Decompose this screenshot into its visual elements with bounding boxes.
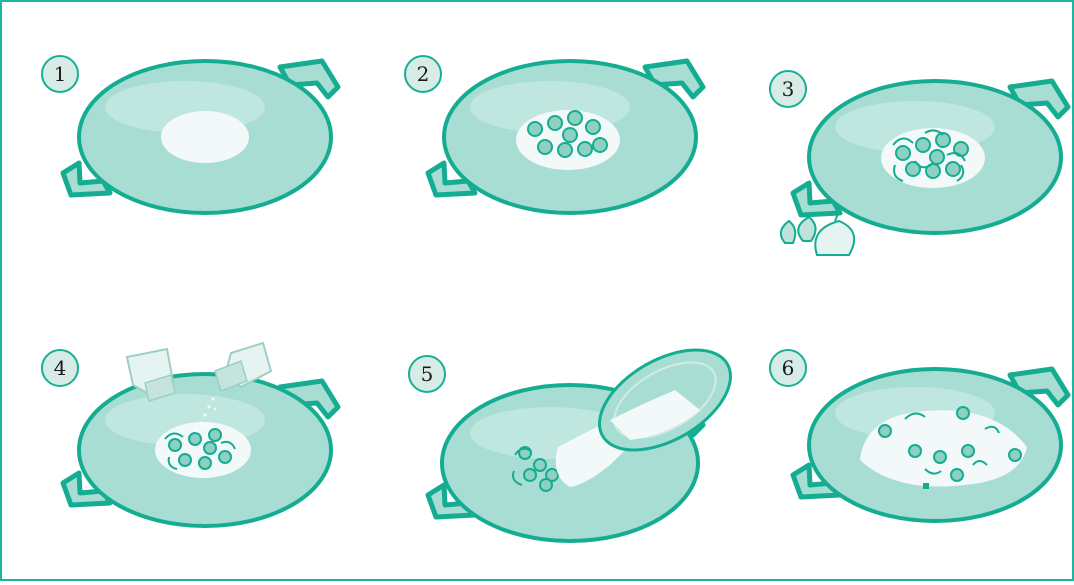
step-3-panel: 3 [765,65,1074,315]
step-1-panel: 1 [35,45,365,295]
pan-icon [765,335,1074,585]
step-6-panel: 6 [765,335,1074,585]
pan-icon [400,335,730,585]
pan-icon [400,45,730,295]
step-5-panel: 5 [400,335,730,585]
step-2-panel: 2 [400,45,730,295]
paella-pan-icon [63,61,338,213]
onion-icon [781,211,854,255]
pan-icon [765,65,1074,315]
step-4-panel: 4 [35,335,365,585]
pan-icon [35,335,365,585]
pepper-piece [923,483,929,489]
pan-icon [35,45,365,295]
